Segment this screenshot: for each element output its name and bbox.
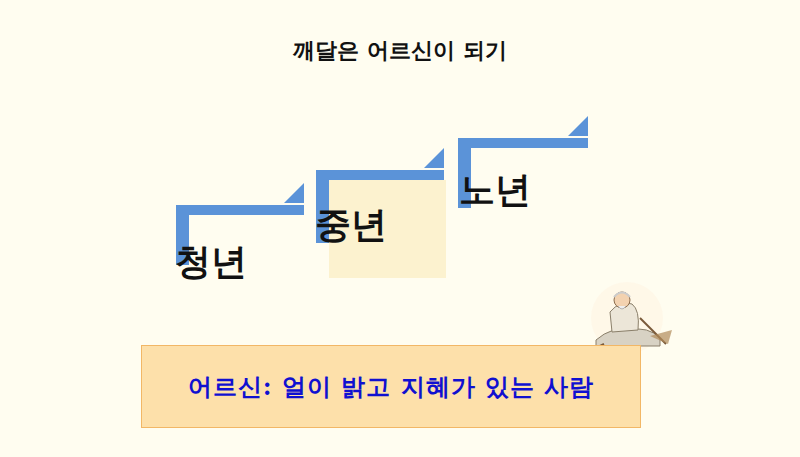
stage-label: 청년 [175,238,247,287]
step-arrow-tip [284,183,304,203]
stage-label: 중년 [315,201,387,250]
definition-box: 어르신: 얼이 밝고 지혜가 있는 사람 [141,345,641,428]
stage-step: 노년 [458,116,590,212]
definition-text: 어르신: 얼이 밝고 지혜가 있는 사람 [188,371,595,403]
stage-step: 중년 [316,148,446,278]
old-man-figure [591,282,672,354]
stage-label: 노년 [459,166,531,215]
stage-step: 청년 [176,183,306,279]
diagram-title: 깨달은 어르신이 되기 [0,36,800,66]
step-arrow-tip [568,116,588,136]
step-arrow-tip [424,148,444,168]
